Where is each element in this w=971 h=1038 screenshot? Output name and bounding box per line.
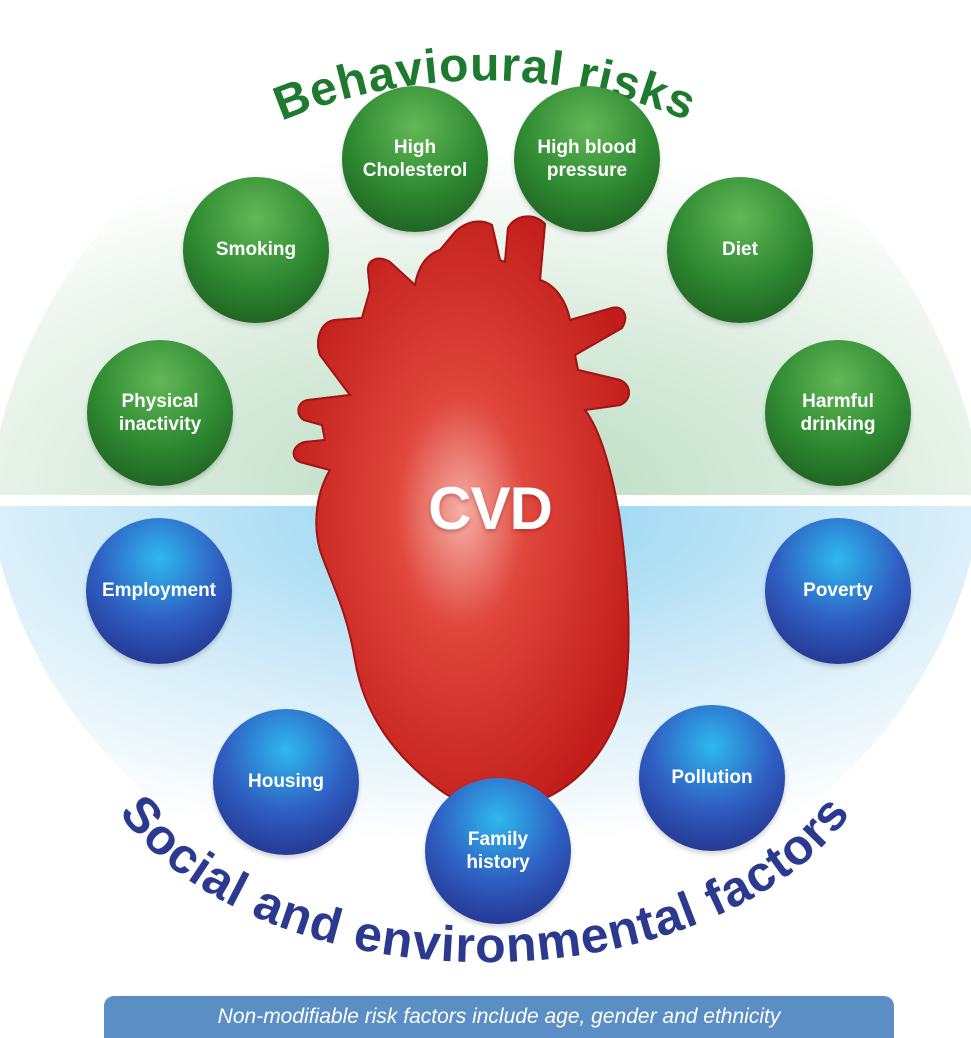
- node-housing: Housing: [213, 709, 359, 855]
- node-smoking: Smoking: [183, 177, 329, 323]
- center-label: CVD: [428, 475, 553, 542]
- node-employment: Employment: [86, 518, 232, 664]
- node-poverty: Poverty: [765, 518, 911, 664]
- footnote-bar: [104, 996, 894, 1038]
- node-pollution: Pollution: [639, 705, 785, 851]
- node-diet: Diet: [667, 177, 813, 323]
- footnote-text: Non-modifiable risk factors include age,…: [217, 1005, 781, 1028]
